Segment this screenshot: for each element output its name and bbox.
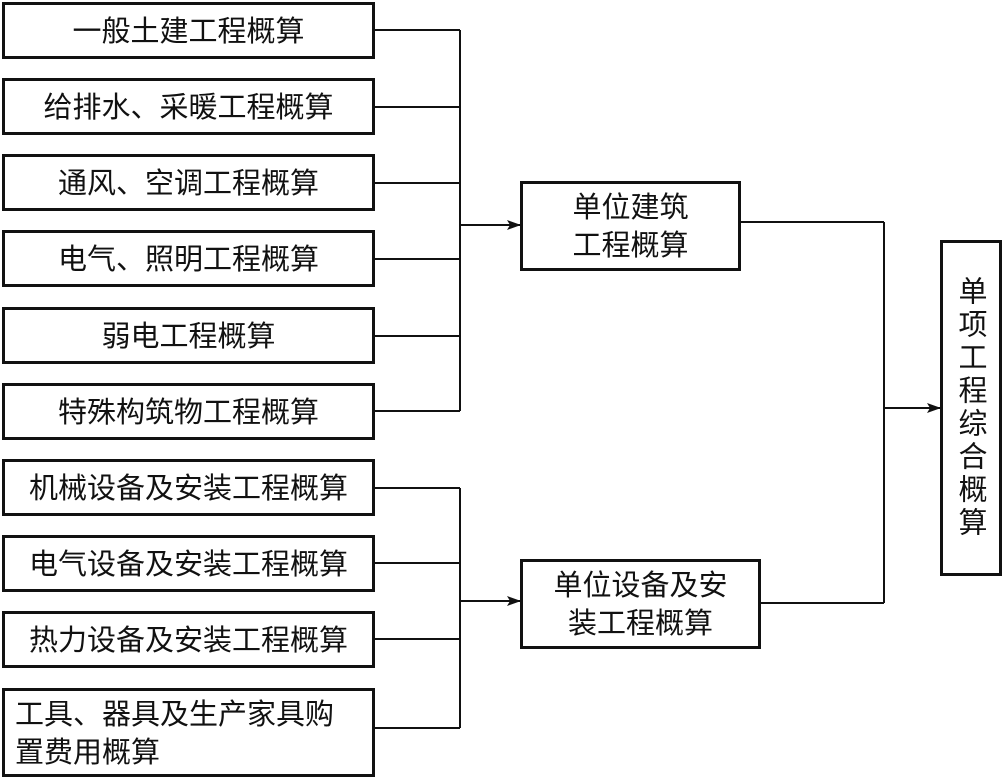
input-label: 通风、空调工程概算: [57, 165, 319, 200]
input-box-general-civil: 一般土建工程概算: [2, 2, 375, 59]
input-label: 特殊构筑物工程概算: [57, 394, 319, 429]
mid-box-unit-equipment: 单位设备及安装工程概算: [520, 559, 761, 649]
input-label: 电气、照明工程概算: [57, 241, 319, 276]
input-label: 给排水、采暖工程概算: [43, 89, 334, 124]
input-box-water-heating: 给排水、采暖工程概算: [2, 78, 375, 135]
final-label: 单项工程综合概算: [954, 276, 988, 540]
input-label: 一般土建工程概算: [72, 13, 305, 48]
building-group-connectors: [375, 29, 521, 412]
input-box-electrical-lighting: 电气、照明工程概算: [2, 230, 375, 287]
input-label: 弱电工程概算: [101, 318, 276, 353]
input-label: 热力设备及安装工程概算: [28, 622, 348, 657]
input-box-tools-furniture: 工具、器具及生产家具购置费用概算: [2, 688, 375, 777]
mid-label: 单位设备及安装工程概算: [553, 568, 728, 640]
input-box-low-voltage: 弱电工程概算: [2, 307, 375, 364]
mid-label: 单位建筑工程概算: [572, 190, 689, 262]
input-box-thermal-equipment: 热力设备及安装工程概算: [2, 611, 375, 668]
input-box-ventilation-ac: 通风、空调工程概算: [2, 154, 375, 211]
input-box-special-structures: 特殊构筑物工程概算: [2, 383, 375, 440]
input-box-mechanical-equipment: 机械设备及安装工程概算: [2, 459, 375, 516]
final-connectors: [740, 221, 941, 604]
mid-box-unit-building: 单位建筑工程概算: [520, 181, 741, 271]
final-box-comprehensive: 单项工程综合概算: [940, 240, 1002, 576]
input-label: 机械设备及安装工程概算: [28, 470, 348, 505]
input-box-electrical-equipment: 电气设备及安装工程概算: [2, 535, 375, 592]
input-label: 电气设备及安装工程概算: [28, 546, 348, 581]
equipment-group-connectors: [375, 487, 521, 729]
input-label: 工具、器具及生产家具购置费用概算: [15, 696, 335, 769]
